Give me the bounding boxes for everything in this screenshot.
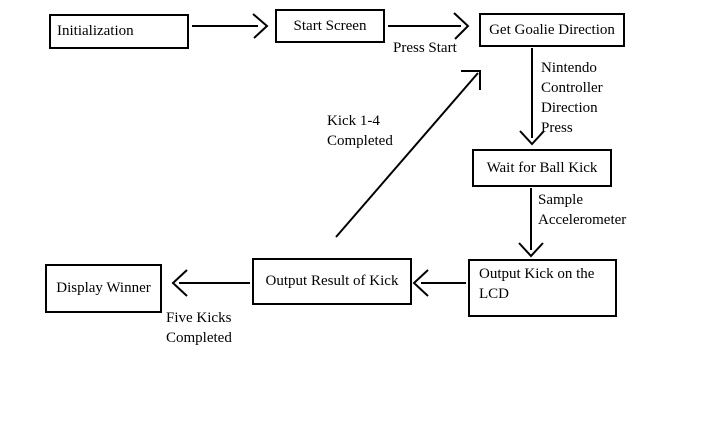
edge-label-kick-1-4-completed: Kick 1-4 Completed [327, 113, 393, 149]
arrow-output-result-to-display-winner [171, 269, 250, 297]
node-initialization: Initialization [49, 14, 189, 49]
arrow-output-kick-lcd-to-output-result [412, 269, 466, 297]
node-wait-for-ball-kick-label: Wait for Ball Kick [486, 159, 598, 176]
arrow-initialization-to-start-screen [192, 13, 269, 39]
node-output-kick-lcd: Output Kick on the LCD [468, 259, 617, 317]
node-output-kick-lcd-label: Output Kick on the LCD [479, 266, 595, 302]
node-get-goalie-direction-label: Get Goalie Direction [489, 21, 615, 38]
edge-label-nintendo-controller-direction-press: Nintendo Controller Direction Press [541, 60, 603, 136]
arrow-wait-for-ball-kick-to-output-kick-lcd [518, 188, 544, 258]
node-start-screen-label: Start Screen [293, 17, 367, 34]
edge-label-five-kicks-completed: Five Kicks Completed [166, 310, 232, 346]
node-display-winner: Display Winner [45, 264, 162, 313]
node-start-screen: Start Screen [275, 9, 385, 43]
node-output-result-of-kick: Output Result of Kick [252, 258, 412, 305]
node-display-winner-label: Display Winner [56, 280, 151, 296]
arrow-get-goalie-direction-to-wait-for-ball-kick [519, 48, 545, 146]
arrow-loop-output-result-to-get-goalie-direction [335, 70, 481, 238]
edge-label-press-start: Press Start [393, 40, 457, 56]
node-get-goalie-direction: Get Goalie Direction [479, 13, 625, 47]
arrow-start-screen-to-get-goalie-direction [388, 12, 470, 40]
node-wait-for-ball-kick: Wait for Ball Kick [472, 149, 612, 187]
edge-label-sample-accelerometer: Sample Accelerometer [538, 192, 627, 228]
node-output-result-of-kick-label: Output Result of Kick [265, 273, 399, 289]
node-initialization-label: Initialization [57, 23, 134, 39]
